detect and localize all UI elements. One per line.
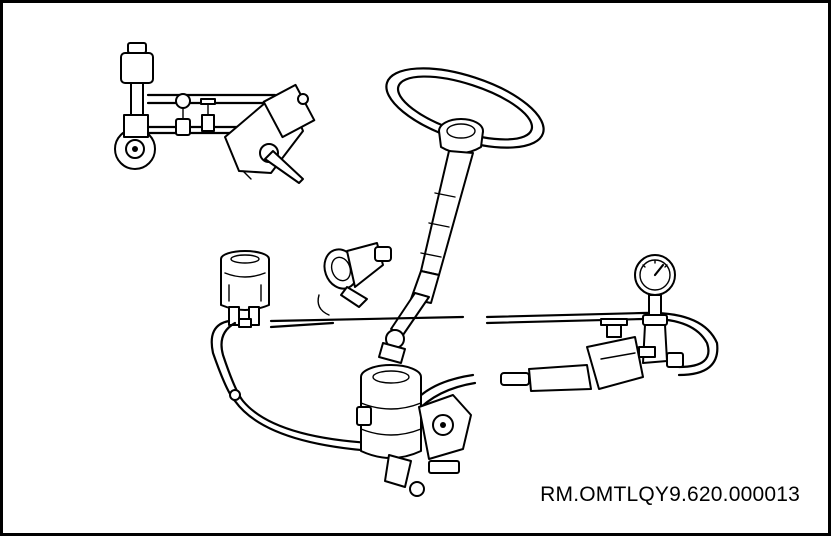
hydraulic-hoses	[210, 311, 719, 453]
pressure-gauge-icon	[634, 254, 684, 368]
shutoff-valve-icon	[500, 318, 644, 392]
hydraulic-pump-icon	[317, 242, 392, 316]
fluid-reservoir-icon	[220, 250, 270, 328]
power-steering-diagram	[114, 42, 719, 497]
inset-schematic	[114, 42, 316, 184]
steering-wheel-icon	[385, 67, 545, 154]
inset-reservoir-icon	[120, 52, 154, 84]
steering-column-icon	[378, 150, 474, 364]
reference-code: RM.OMTLQY9.620.000013	[540, 483, 800, 506]
inset-gauge-icon	[175, 93, 191, 109]
steering-gear-icon	[356, 364, 472, 497]
